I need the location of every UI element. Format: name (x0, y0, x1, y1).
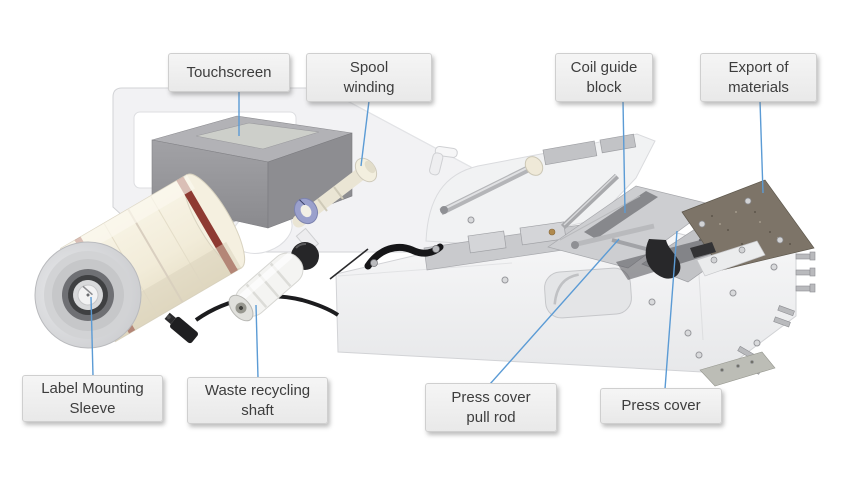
barrel-connector (164, 312, 198, 344)
callout-label: Export of materials (728, 58, 789, 96)
callout-press-cover-pull-rod: Press cover pull rod (425, 383, 557, 432)
leader-press-cover (664, 230, 678, 390)
callout-label: Label Mounting Sleeve (41, 379, 144, 417)
callout-touchscreen: Touchscreen (168, 53, 290, 92)
leader-spool-winding (360, 100, 370, 167)
leader-press-cover-pull-rod (489, 238, 620, 385)
sensor-bracket-cable (329, 243, 444, 280)
leader-label-mounting-sleeve (90, 296, 94, 377)
callout-label: Waste recycling shaft (204, 381, 311, 419)
spool-winding-shaft-part (292, 157, 378, 228)
callout-label: Press cover (621, 397, 701, 414)
label-mounting-sleeve-part (34, 173, 246, 349)
leader-export-of-materials (759, 100, 764, 194)
press-cover-pull-rod-part (572, 223, 655, 248)
callout-export-of-materials: Export of materials (700, 53, 817, 102)
waste-recycling-shaft-part (228, 227, 320, 322)
leader-coil-guide-block (622, 100, 626, 214)
callout-lines (90, 91, 764, 390)
callout-spool-winding: Spool winding (306, 53, 432, 102)
callout-label: Touchscreen (186, 63, 272, 81)
callout-label-mounting-sleeve: Label Mounting Sleeve (22, 375, 163, 422)
callout-label: Coil guide block (570, 58, 638, 96)
power-cable (164, 294, 340, 344)
touchscreen-screen (195, 122, 320, 150)
callout-coil-guide-block: Coil guide block (555, 53, 653, 102)
callout-press-cover: Press cover (600, 388, 722, 424)
press-cover-part (571, 223, 716, 279)
body-window-cutout (544, 267, 632, 319)
callout-label: Press cover pull rod (451, 388, 531, 426)
body-screws (467, 216, 778, 359)
right-connector-pins (699, 251, 816, 387)
leader-waste-recycling-shaft (255, 304, 259, 379)
callout-waste-recycling-shaft: Waste recycling shaft (187, 377, 328, 424)
frame-handle-knob (429, 146, 458, 176)
callout-label: Spool winding (343, 58, 395, 96)
purple-collar (293, 197, 319, 225)
